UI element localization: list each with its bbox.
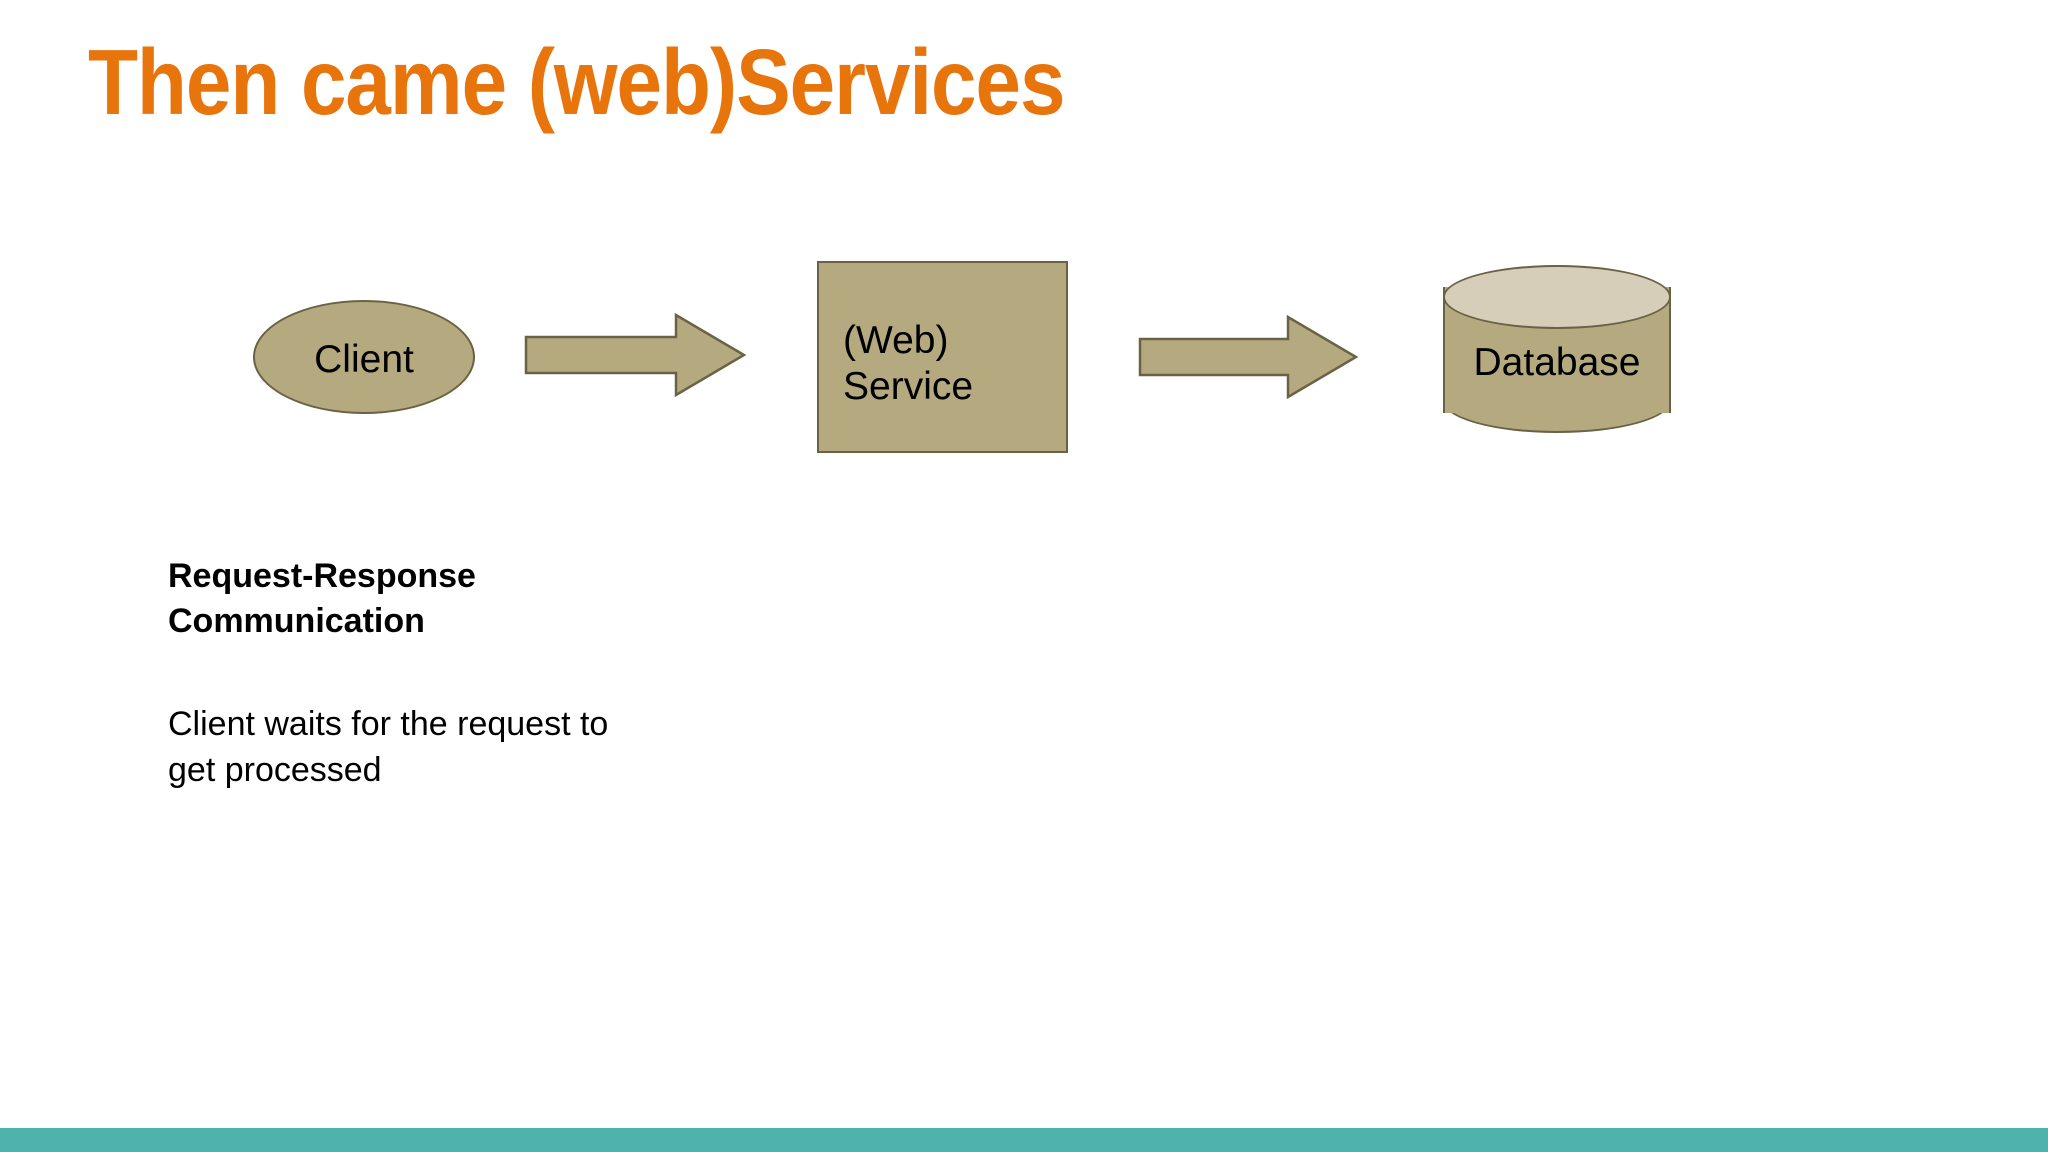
body-text-block: Request-Response Communication Client wa…: [168, 554, 808, 793]
footer-accent-bar: [0, 1128, 2048, 1152]
cylinder-top: [1443, 265, 1671, 329]
architecture-diagram: Client (Web) Service Database: [0, 0, 2048, 560]
diagram-node-web-service: [817, 261, 1068, 453]
diagram-node-database: [1443, 265, 1671, 435]
arrow-right-icon: [524, 312, 747, 398]
body-paragraph: Client waits for the request to get proc…: [168, 705, 609, 789]
body-heading: Request-Response Communication: [168, 557, 476, 641]
cylinder-body-fill: [1445, 325, 1669, 387]
page-title: Then came (web)Services: [88, 30, 1065, 134]
diagram-node-client: [253, 300, 475, 414]
arrow-right-icon: [1138, 314, 1359, 400]
